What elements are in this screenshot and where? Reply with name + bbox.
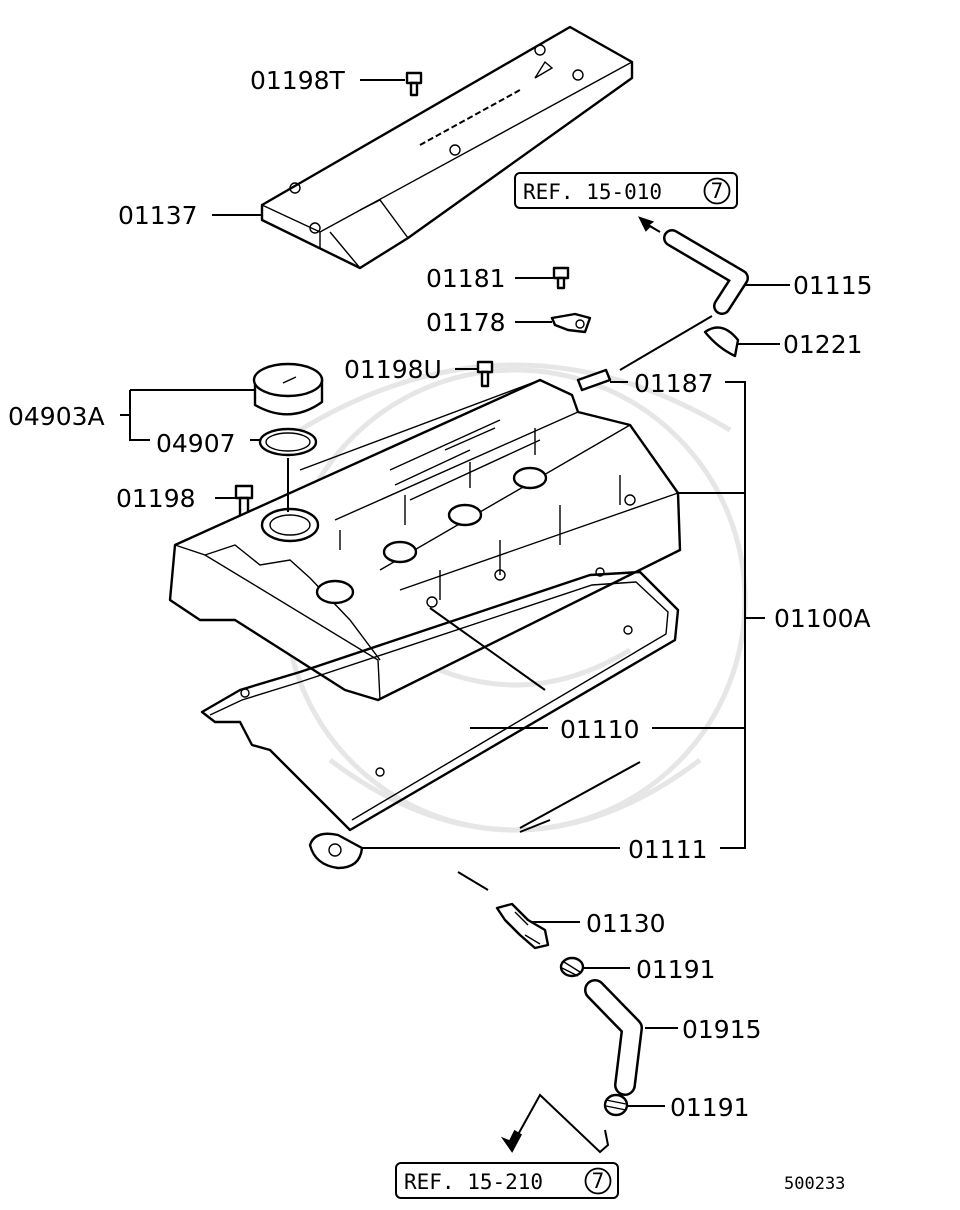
valve-cover-gasket-part — [200, 567, 680, 832]
bolt-01198-part — [234, 484, 254, 520]
label-04907: 04907 — [156, 429, 236, 458]
clamp-01178-part — [550, 312, 592, 334]
ref-box-bottom: REF. 15-210 7 — [395, 1162, 619, 1199]
ref-top-number: 7 — [711, 179, 724, 203]
label-01137: 01137 — [118, 201, 198, 230]
bolt-01181-part — [552, 266, 570, 290]
arrow-to-ref-bottom — [500, 1129, 522, 1153]
pipe-01187-part — [576, 368, 612, 392]
label-01130: 01130 — [586, 909, 666, 938]
label-04903A: 04903A — [8, 402, 105, 431]
clip-01221-part — [703, 326, 740, 358]
label-01191-upper: 01191 — [636, 955, 716, 984]
hose-01115-part — [663, 229, 749, 315]
pcv-valve-01130-part — [495, 902, 550, 950]
hose-clamp-upper-part — [559, 956, 585, 978]
ref-box-top: REF. 15-010 7 — [514, 172, 738, 209]
bolt-01198T-part — [405, 71, 423, 97]
label-01187: 01187 — [634, 369, 714, 398]
label-01198U: 01198U — [344, 355, 442, 384]
label-01110: 01110 — [560, 715, 640, 744]
label-01178: 01178 — [426, 308, 506, 337]
oil-cap-04903A-part — [252, 362, 324, 416]
leader-lines — [120, 79, 790, 1154]
label-01191-lower: 01191 — [670, 1093, 750, 1122]
label-01181: 01181 — [426, 264, 506, 293]
label-01100A: 01100A — [774, 604, 871, 633]
label-01198: 01198 — [116, 484, 196, 513]
label-01111: 01111 — [628, 835, 708, 864]
ref-bottom-number: 7 — [592, 1169, 605, 1193]
bolt-01198U-part — [476, 360, 494, 388]
seal-01111-part — [308, 832, 364, 870]
engine-cover-part — [260, 25, 634, 270]
label-01915: 01915 — [682, 1015, 762, 1044]
label-01221: 01221 — [783, 330, 863, 359]
label-01115: 01115 — [793, 271, 873, 300]
label-01198T: 01198T — [250, 66, 346, 95]
gasket-ring-04907-part — [258, 427, 318, 457]
part-labels: 01198T 01137 01181 01178 01115 01221 011… — [8, 66, 873, 1122]
hose-01915-part — [584, 979, 643, 1096]
diagram-code: 500233 — [784, 1174, 845, 1194]
hose-clamp-lower-part — [603, 1093, 629, 1117]
ref-top-text: REF. 15-010 — [523, 180, 662, 204]
valve-cover-part — [168, 378, 682, 702]
arrow-to-ref-top — [638, 216, 661, 233]
ref-bottom-text: REF. 15-210 — [404, 1170, 543, 1194]
